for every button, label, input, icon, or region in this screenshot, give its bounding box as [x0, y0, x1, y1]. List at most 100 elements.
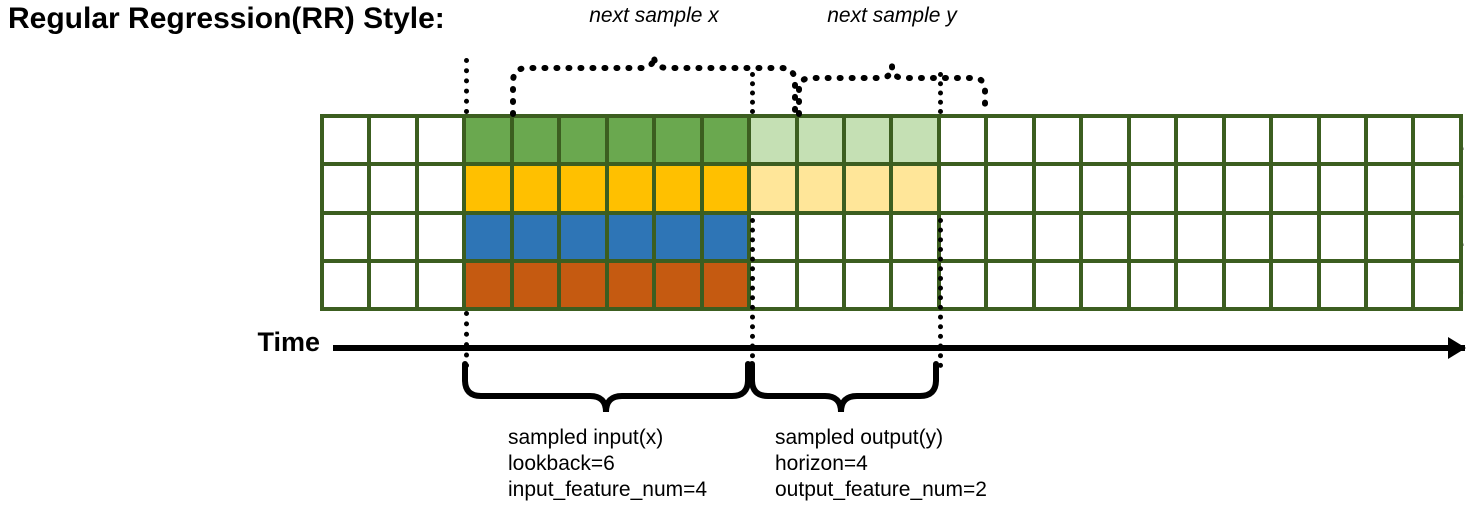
grid-cell-empty — [1367, 262, 1412, 307]
top-brace-output — [796, 65, 988, 117]
grid-cell-empty — [1083, 262, 1127, 307]
grid-cell-input — [561, 214, 605, 259]
annotation-input-title: sampled input(x) — [508, 426, 664, 449]
grid-cell-input — [513, 166, 558, 211]
grid-cell-output — [751, 118, 795, 163]
grid-row — [324, 166, 1459, 211]
top-label-next-sample-x: next sample x — [589, 4, 719, 27]
grid-cell-output — [893, 118, 937, 163]
grid-cell-input — [561, 262, 605, 307]
guide-line-input-start — [464, 58, 469, 114]
grid-cell-input — [466, 166, 510, 211]
grid-cell-empty — [1035, 262, 1080, 307]
grid-cell-empty — [893, 262, 937, 307]
grid-cell-empty — [371, 214, 415, 259]
grid-cell-empty — [940, 214, 985, 259]
grid-cell-empty — [418, 262, 463, 307]
grid-cell-input — [466, 118, 510, 163]
grid-cell-empty — [1415, 166, 1459, 211]
grid-cell-empty — [1083, 166, 1127, 211]
grid-cell-empty — [324, 262, 368, 307]
grid-cell-empty — [1225, 166, 1270, 211]
grid-cell-input — [656, 118, 700, 163]
grid-cell-input — [561, 118, 605, 163]
annotation-output-horizon: horizon=4 — [775, 452, 868, 475]
grid-cell-empty — [1083, 214, 1127, 259]
grid-cell-input — [703, 166, 748, 211]
grid-cell-empty — [324, 214, 368, 259]
annotation-input-lookback: lookback=6 — [508, 452, 615, 475]
grid-cell-empty — [1083, 118, 1127, 163]
grid-cell-input — [513, 214, 558, 259]
grid-cell-input — [608, 262, 653, 307]
grid-cell-empty — [1130, 214, 1175, 259]
grid-cell-empty — [1225, 214, 1270, 259]
grid-cell-empty — [324, 118, 368, 163]
grid-cell-empty — [1273, 166, 1317, 211]
grid-cell-empty — [940, 166, 985, 211]
grid-cell-output — [798, 118, 842, 163]
grid-cell-empty — [1178, 166, 1222, 211]
guide-line-input-output-boundary-lower — [750, 218, 755, 368]
grid-cell-empty — [1035, 214, 1080, 259]
grid-cell-empty — [940, 118, 985, 163]
grid-cell-empty — [371, 166, 415, 211]
grid-cell-empty — [988, 118, 1032, 163]
grid-cell-empty — [988, 166, 1032, 211]
grid-cell-input — [608, 166, 653, 211]
grid-cell-empty — [1415, 262, 1459, 307]
guide-line-input-output-boundary — [750, 72, 755, 114]
grid-cell-empty — [1320, 214, 1364, 259]
grid-cell-empty — [371, 118, 415, 163]
grid-cell-output — [845, 118, 890, 163]
annotation-input-feature-num: input_feature_num=4 — [508, 478, 708, 501]
grid-cell-empty — [1320, 262, 1364, 307]
grid-cell-empty — [988, 214, 1032, 259]
grid-cell-empty — [751, 214, 795, 259]
annotation-sampled-output: sampled output(y) horizon=4 output_featu… — [775, 425, 987, 503]
grid-cell-output — [751, 166, 795, 211]
grid-cell-empty — [1273, 262, 1317, 307]
time-axis-label: Time — [257, 327, 320, 357]
timeseries-grid — [320, 114, 1463, 311]
top-label-next-sample-y: next sample y — [827, 4, 957, 27]
grid-cell-empty — [371, 262, 415, 307]
grid-cell-empty — [1225, 262, 1270, 307]
grid-cell-empty — [1035, 166, 1080, 211]
grid-cell-empty — [1320, 166, 1364, 211]
grid-cell-input — [656, 214, 700, 259]
bottom-brace-output — [749, 361, 939, 413]
grid-cell-empty — [1130, 118, 1175, 163]
grid-cell-input — [466, 214, 510, 259]
grid-cell-empty — [1273, 118, 1317, 163]
grid-cell-empty — [1178, 118, 1222, 163]
grid-cell-empty — [1367, 118, 1412, 163]
grid-cell-empty — [845, 214, 890, 259]
time-axis-arrowhead-icon — [1448, 337, 1466, 359]
bottom-brace-input — [462, 361, 751, 413]
grid-cell-empty — [988, 262, 1032, 307]
grid-cell-empty — [1367, 214, 1412, 259]
grid-cell-empty — [1225, 118, 1270, 163]
grid-cell-input — [466, 262, 510, 307]
grid-row — [324, 262, 1459, 307]
grid-cell-empty — [1178, 214, 1222, 259]
grid-cell-input — [703, 262, 748, 307]
grid-cell-empty — [418, 214, 463, 259]
time-axis-line — [333, 345, 1465, 351]
grid-cell-input — [608, 214, 653, 259]
grid-cell-empty — [1415, 118, 1459, 163]
guide-line-output-end — [938, 72, 943, 114]
grid-cell-empty — [751, 262, 795, 307]
grid-row — [324, 214, 1459, 259]
annotation-output-title: sampled output(y) — [775, 426, 944, 449]
grid-cell-input — [513, 118, 558, 163]
grid-cell-empty — [845, 262, 890, 307]
guide-line-output-end-lower — [938, 218, 943, 368]
grid-cell-empty — [940, 262, 985, 307]
grid-cell-empty — [1130, 262, 1175, 307]
grid-cell-empty — [418, 166, 463, 211]
grid-cell-output — [893, 166, 937, 211]
page-title: Regular Regression(RR) Style: — [8, 2, 445, 35]
grid-cell-empty — [798, 262, 842, 307]
